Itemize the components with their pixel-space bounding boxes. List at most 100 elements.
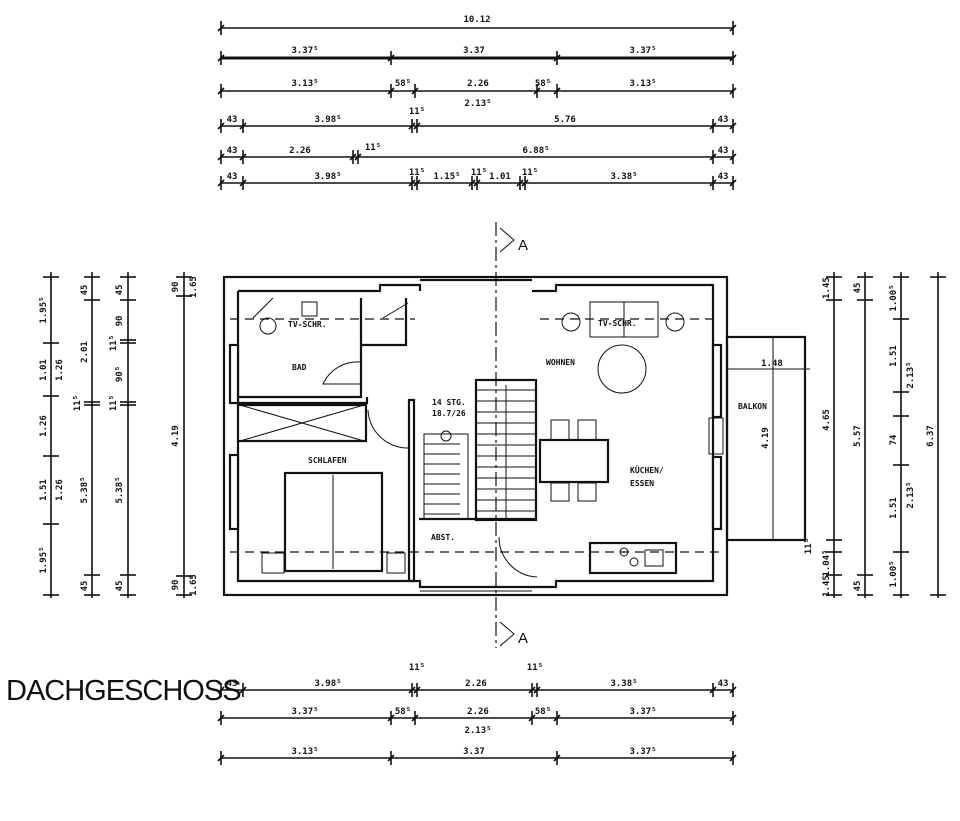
dimension-tick — [239, 179, 247, 187]
dimension-tick — [411, 87, 419, 95]
dim-text: 2.26 — [465, 679, 487, 689]
dim-text: 3.98⁵ — [314, 115, 341, 125]
dim-text: 11⁵ — [109, 335, 119, 351]
dimension-tick — [387, 754, 395, 762]
dimension-tick — [408, 122, 416, 130]
dim-text: 58⁵ — [535, 79, 551, 89]
dimension-tick — [528, 686, 536, 694]
dim-text: 43 — [227, 679, 238, 689]
dim-text: 3.37⁵ — [629, 46, 656, 56]
dim-text: 4.19 — [171, 425, 181, 447]
dim-text: 11⁵ — [73, 395, 83, 411]
dimension-tick — [516, 179, 524, 187]
kitchen-counter-icon — [588, 541, 678, 575]
dimension-tick — [729, 87, 737, 95]
dim-text: 2.13⁵ — [464, 99, 491, 109]
dimension-tick — [729, 24, 737, 32]
dim-text: 43 — [227, 172, 238, 182]
dim-text: 11⁵ — [109, 395, 119, 411]
dim-text: 5.38⁵ — [80, 476, 90, 503]
dim-text: 11⁵ — [365, 143, 381, 153]
dim-text: 90 — [115, 316, 125, 327]
dim-text: 45 — [853, 581, 863, 592]
dim-text: 5.57 — [853, 425, 863, 447]
dim-text: 58⁵ — [395, 79, 411, 89]
dim-text: 1.26 — [55, 359, 65, 381]
dimension-tick — [709, 122, 717, 130]
dim-text: 11⁵ — [471, 168, 487, 178]
dimension-tick — [709, 686, 717, 694]
dim-text: 43 — [718, 115, 729, 125]
section-marker-top: A — [518, 237, 528, 254]
dim-text: 11⁵ — [409, 107, 425, 117]
dim-text: 5.38⁵ — [115, 476, 125, 503]
dim-text: 43 — [227, 115, 238, 125]
dimension-tick — [729, 686, 737, 694]
dimension-tick — [354, 153, 362, 161]
dimension-tick — [217, 87, 225, 95]
dim-text: 45 — [853, 283, 863, 294]
dim-text: 1.65 — [189, 574, 199, 596]
sink-icon — [301, 301, 318, 317]
dim-text: 1.00⁵ — [889, 560, 899, 587]
dimension-tick — [387, 714, 395, 722]
dim-text: 90 — [171, 580, 181, 591]
dim-text: 2.13⁵ — [906, 481, 916, 508]
dim-text: 3.37 — [463, 46, 485, 56]
dimension-tick — [217, 754, 225, 762]
dim-text: 45 — [115, 581, 125, 592]
toilet-icon — [259, 317, 277, 335]
dim-text: 11⁵ — [804, 538, 814, 554]
dim-text: 2.26 — [289, 146, 311, 156]
dim-text: 1.51 — [39, 479, 49, 501]
dimension-tick — [729, 153, 737, 161]
dim-text: 4.19 — [761, 427, 771, 449]
dimension-tick — [413, 686, 421, 694]
drawing-title: DACHGESCHOSS — [6, 675, 241, 707]
dimension-tick — [729, 754, 737, 762]
dimension-tick — [468, 179, 476, 187]
room-label-wohnen: WOHNEN — [546, 358, 575, 367]
dim-text: 6.37 — [926, 425, 936, 447]
dim-text: 3.37⁵ — [629, 747, 656, 757]
dimension-tick — [533, 686, 541, 694]
dim-text: 1.15⁵ — [433, 172, 460, 182]
dimension-tick — [709, 153, 717, 161]
dimension-tick — [413, 179, 421, 187]
section-marker-bottom: A — [518, 630, 528, 647]
dimension-tick — [387, 87, 395, 95]
room-label-bad: BAD — [292, 363, 307, 372]
dim-text: 58⁵ — [535, 707, 551, 717]
dim-text: 3.98⁵ — [314, 172, 341, 182]
dimension-tick — [217, 24, 225, 32]
dim-text: 2.13⁵ — [906, 361, 916, 388]
dimension-tick — [729, 179, 737, 187]
dim-text: 90⁵ — [115, 366, 125, 382]
dim-text: 1.65 — [189, 276, 199, 298]
dim-text: 3.13⁵ — [629, 79, 656, 89]
dim-text: 58⁵ — [395, 707, 411, 717]
dim-text: 1.26 — [55, 479, 65, 501]
room-label-essen: ESSEN — [630, 479, 654, 488]
top-dimension-chain: 10.12 3.37⁵ 3.37 3.37⁵ 3.13⁵ 58⁵ 2.26 58… — [217, 15, 737, 190]
dimension-tick — [411, 714, 419, 722]
dimension-tick — [239, 153, 247, 161]
dimension-tick — [521, 179, 529, 187]
armchair-icon — [665, 312, 685, 332]
dim-text: 1.95⁵ — [39, 296, 49, 323]
dim-text: 43 — [718, 172, 729, 182]
dim-text: 43 — [718, 679, 729, 689]
dimension-tick — [729, 54, 737, 62]
dim-text: 2.13⁵ — [464, 726, 491, 736]
dimension-tick — [408, 179, 416, 187]
dimension-tick — [408, 686, 416, 694]
dining-table-icon — [538, 438, 610, 484]
dimension-tick — [473, 179, 481, 187]
dim-text: 5.76 — [554, 115, 576, 125]
dimension-tick — [709, 179, 717, 187]
dim-text: 1.95⁵ — [39, 546, 49, 573]
dimension-tick — [729, 714, 737, 722]
dim-text: 2.01 — [80, 341, 90, 363]
dim-text: 1.26 — [39, 415, 49, 437]
